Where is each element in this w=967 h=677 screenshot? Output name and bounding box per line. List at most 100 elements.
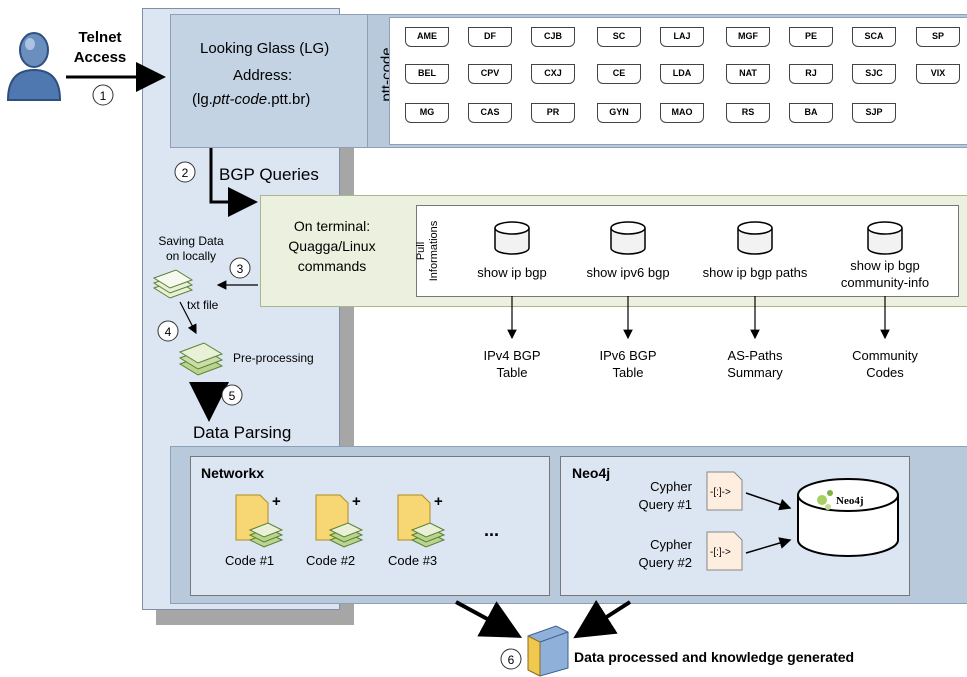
cypher-q1-line1: Cypher [650, 479, 692, 494]
database-cylinder-3 [737, 221, 773, 255]
ptt-code-nat: NAT [726, 64, 770, 84]
lg-title: Looking Glass (LG) [200, 40, 330, 57]
code-file-icon-1: + [235, 493, 284, 548]
terminal-line3: commands [297, 258, 367, 274]
ptt-code-sjp: SJP [852, 103, 896, 123]
database-cylinder-1 [494, 221, 530, 255]
cypher-arrow-2 [745, 537, 792, 554]
cypher-q2-line1: Cypher [650, 537, 692, 552]
bgp-query-arrow [209, 148, 258, 217]
ptt-code-sjc: SJC [852, 64, 896, 84]
lg-address-code: ptt-code [212, 91, 268, 108]
code-file-icon-2: + [315, 493, 364, 548]
code-file-icon-3: + [397, 493, 446, 548]
ptt-code-sca: SCA [852, 27, 896, 47]
ptt-code-cpv: CPV [468, 64, 512, 84]
final-label: Data processed and knowledge generated [574, 649, 855, 665]
code-icons-group: + + + [235, 493, 446, 548]
ptt-code-gyn: GYN [597, 103, 641, 123]
neo4j-logo-text: Neo4j [836, 495, 864, 507]
bgp-queries-label: BGP Queries [219, 165, 319, 184]
ptt-code-ba: BA [789, 103, 833, 123]
lg-address-suffix: .ptt.br) [267, 91, 311, 108]
svg-text:+: + [434, 493, 443, 510]
ptt-code-mao: MAO [660, 103, 704, 123]
telnet-line1: Telnet [78, 29, 122, 46]
lg-address-label: Address: [233, 67, 293, 84]
output-label-3: AS-Paths Summary [727, 348, 783, 380]
cypher-doc-1-icon [706, 471, 743, 511]
server-icon [527, 625, 569, 677]
code-label-3: Code #3 [388, 553, 438, 568]
networkx-title: Networkx [201, 465, 265, 481]
ptt-code-cas: CAS [468, 103, 512, 123]
svg-text:1: 1 [100, 89, 107, 103]
svg-text:+: + [352, 493, 361, 510]
final-arrow-right [573, 599, 632, 639]
svg-text:6: 6 [508, 653, 515, 667]
ptt-code-cxj: CXJ [531, 64, 575, 84]
svg-text:2: 2 [182, 166, 189, 180]
ptt-code-laj: LAJ [660, 27, 704, 47]
terminal-line2: Quagga/Linux [288, 238, 376, 254]
preprocess-arrow [179, 301, 197, 335]
data-parsing-label: Data Parsing [193, 423, 292, 442]
neo4j-title: Neo4j [572, 465, 611, 481]
code-label-2: Code #2 [306, 553, 356, 568]
ptt-code-mg: MG [405, 103, 449, 123]
svg-text:+: + [272, 493, 281, 510]
saving-line1: Saving Data [158, 234, 224, 248]
cypher-q2-line2: Query #2 [638, 555, 692, 570]
step-5: 5 [221, 384, 243, 406]
ptt-code-mgf: MGF [726, 27, 770, 47]
cypher-glyph-1: -[:]-> [710, 487, 731, 498]
final-arrow-left [455, 600, 523, 638]
terminal-line1: On terminal: [293, 218, 371, 234]
step-1: 1 [92, 84, 114, 106]
cypher-query-1-label: Cypher Query #1 [612, 478, 692, 514]
preprocessing-icon [178, 342, 224, 376]
command-label-3: show ip bgp paths [702, 265, 808, 280]
svg-text:5: 5 [229, 389, 236, 403]
step-3: 3 [229, 257, 251, 279]
networkx-ellipsis: ... [484, 520, 500, 540]
cypher-q1-line2: Query #1 [638, 497, 692, 512]
svg-text:3: 3 [237, 262, 244, 276]
lg-address-prefix: (lg. [192, 91, 213, 108]
txt-file-icon [152, 269, 194, 299]
ptt-code-pe: PE [789, 27, 833, 47]
ptt-code-df: DF [468, 27, 512, 47]
txt-file-label: txt file [187, 298, 219, 312]
step-2: 2 [174, 161, 196, 183]
neo4j-database-icon [797, 478, 899, 557]
ptt-code-ame: AME [405, 27, 449, 47]
ptt-code-sc: SC [597, 27, 641, 47]
user-icon [6, 32, 62, 101]
database-cylinder-2 [610, 221, 646, 255]
database-cylinder-4 [867, 221, 903, 255]
command-graphics [494, 221, 903, 340]
ptt-code-rs: RS [726, 103, 770, 123]
cypher-arrow-1 [745, 492, 792, 511]
saving-line2: on locally [165, 249, 217, 263]
ptt-code-vix: VIX [916, 64, 960, 84]
preprocessing-label: Pre-processing [233, 351, 314, 365]
cypher-doc-2-icon [706, 531, 743, 571]
command-label-2: show ipv6 bgp [586, 265, 670, 280]
cypher-glyph-2: -[:]-> [710, 547, 731, 558]
command-label-4: show ip bgp community-info [840, 258, 930, 290]
cypher-query-2-label: Cypher Query #2 [612, 536, 692, 572]
ptt-code-bel: BEL [405, 64, 449, 84]
telnet-line2: Access [73, 49, 127, 66]
ptt-code-rj: RJ [789, 64, 833, 84]
output-label-4: Community Codes [852, 348, 918, 380]
terminal-text: On terminal: Quagga/Linux commands [272, 216, 392, 276]
saving-label: Saving Data on locally [150, 234, 232, 264]
code-label-1: Code #1 [225, 553, 275, 568]
command-label-1: show ip bgp [477, 265, 547, 280]
ptt-code-sp: SP [916, 27, 960, 47]
looking-glass-inner [171, 15, 368, 147]
output-label-2: IPv6 BGP Table [599, 348, 657, 380]
ptt-code-ce: CE [597, 64, 641, 84]
